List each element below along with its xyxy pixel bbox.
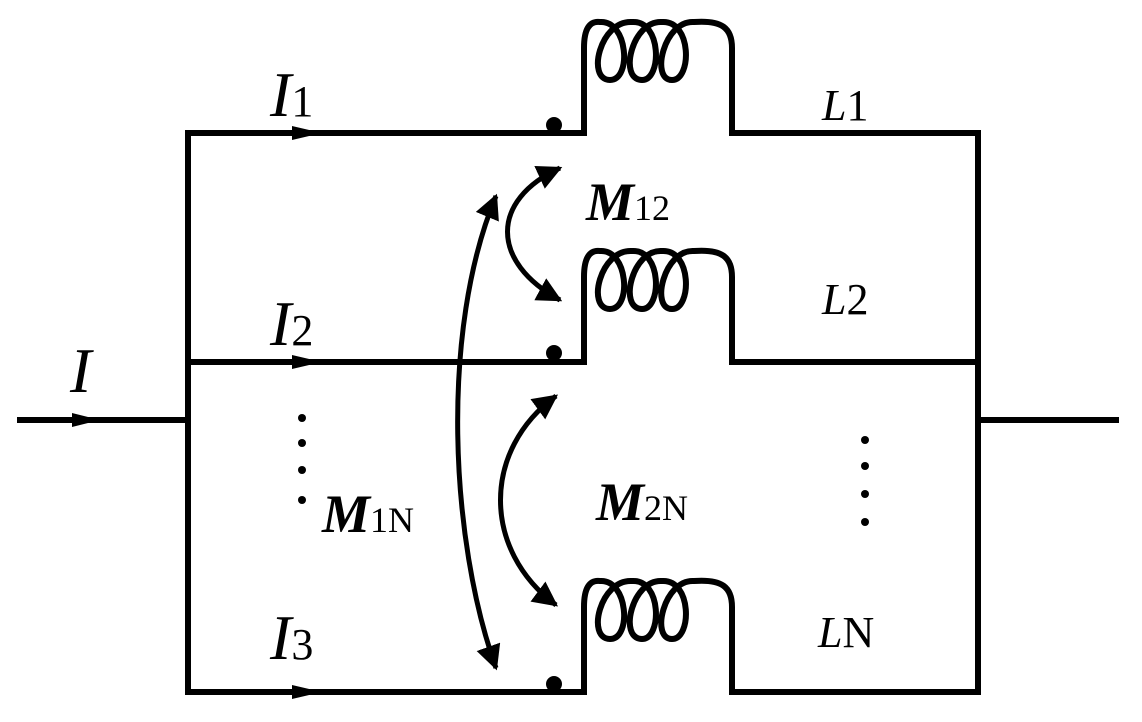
label-I1: I1 bbox=[269, 59, 313, 130]
circuit-wires bbox=[17, 130, 1119, 695]
label-I: I bbox=[69, 335, 94, 406]
polarity-dot-LN bbox=[546, 676, 562, 692]
current-arrow-I bbox=[72, 413, 100, 427]
ellipsis-left bbox=[298, 414, 306, 504]
ellipsis-right bbox=[861, 436, 869, 526]
label-L1: L1 bbox=[821, 81, 868, 130]
label-I2: I2 bbox=[269, 288, 313, 359]
label-I3: I3 bbox=[269, 602, 313, 673]
inductor-L1-coil bbox=[581, 18, 735, 136]
label-LN: LN bbox=[817, 608, 874, 657]
label-M2N: M2N bbox=[595, 472, 688, 532]
inductor-L2-coil bbox=[581, 247, 735, 365]
mutual-arc-M2N bbox=[498, 393, 559, 608]
current-arrow-I3 bbox=[292, 685, 322, 699]
mutual-arc-M12 bbox=[505, 165, 563, 303]
label-M12: M12 bbox=[585, 172, 670, 232]
label-L2: L2 bbox=[821, 275, 868, 324]
current-arrow-I1 bbox=[292, 126, 322, 140]
inductor-LN-coil bbox=[581, 577, 735, 695]
label-M1N: M1N bbox=[321, 484, 414, 544]
current-arrows bbox=[72, 126, 322, 699]
polarity-dot-L2 bbox=[546, 345, 562, 361]
current-arrow-I2 bbox=[292, 355, 322, 369]
mutual-arc-M1N bbox=[455, 193, 501, 671]
polarity-dot-L1 bbox=[546, 117, 562, 133]
